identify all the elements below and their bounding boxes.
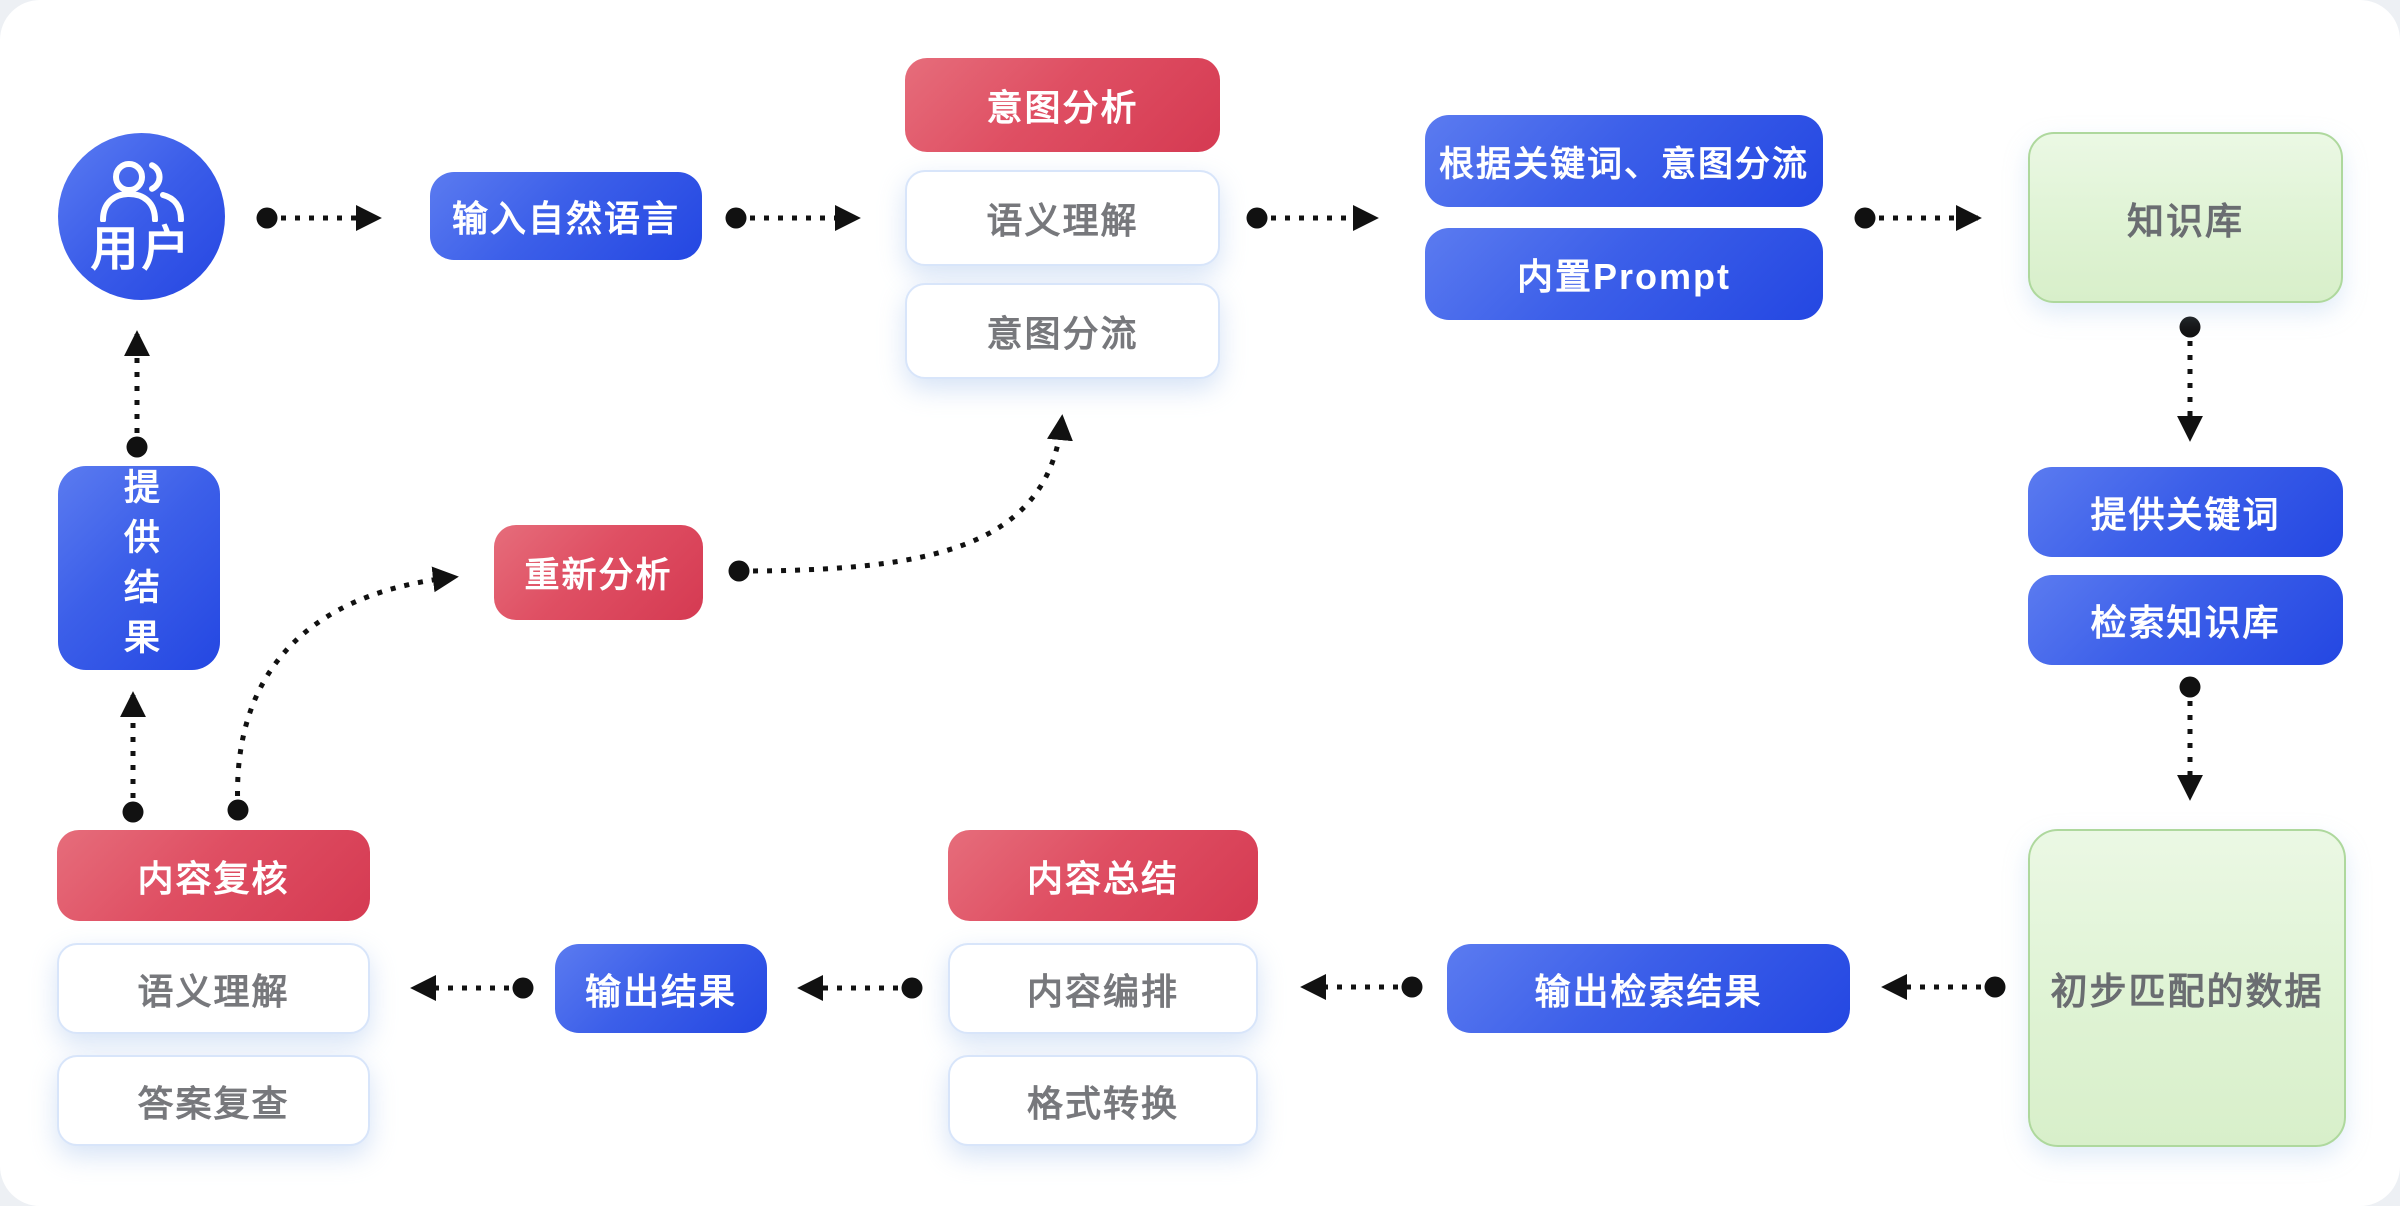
node-reanalyze-label: 重新分析 (524, 556, 673, 595)
node-output-search-results-label: 输出检索结果 (1534, 970, 1763, 1012)
node-output-search-results: 输出检索结果 (1447, 944, 1850, 1033)
node-output-result: 输出结果 (555, 944, 767, 1033)
node-format-conversion: 格式转换 (948, 1055, 1258, 1146)
node-answer-recheck: 答案复查 (57, 1055, 370, 1146)
users-icon (97, 160, 187, 223)
node-route-by-keywords-label: 根据关键词、意图分流 (1438, 144, 1809, 184)
node-input-natural-language-label: 输入自然语言 (451, 198, 680, 239)
node-answer-recheck-label: 答案复查 (137, 1082, 290, 1124)
node-reanalyze: 重新分析 (494, 525, 703, 620)
node-builtin-prompt: 内置Prompt (1425, 228, 1823, 320)
node-search-knowledge-base: 检索知识库 (2028, 575, 2343, 665)
arrow-reanalyze-to-intent (738, 414, 1073, 574)
arrow-review-to-reanalyze (235, 566, 459, 811)
node-intent-analysis-title: 意图分析 (986, 87, 1139, 128)
node-content-arrangement-label: 内容编排 (1026, 970, 1179, 1012)
node-intent-routing-label: 意图分流 (986, 313, 1139, 354)
node-input-natural-language: 输入自然语言 (430, 172, 702, 260)
node-semantic-understanding-bottom-label: 语义理解 (137, 970, 290, 1012)
node-matched-data: 初步匹配的数据 (2028, 829, 2346, 1147)
node-user: 用户 (58, 133, 225, 300)
node-semantic-understanding-top-label: 语义理解 (986, 200, 1139, 241)
node-format-conversion-label: 格式转换 (1026, 1082, 1179, 1124)
node-content-review-header: 内容复核 (57, 830, 370, 921)
node-matched-data-label: 初步匹配的数据 (2050, 971, 2324, 1012)
node-content-review-title: 内容复核 (137, 857, 290, 899)
node-provide-result-label: 提供结果 (119, 468, 160, 668)
node-knowledge-base-label: 知识库 (2127, 200, 2244, 242)
node-output-result-label: 输出结果 (584, 970, 737, 1012)
node-provide-keywords: 提供关键词 (2028, 467, 2343, 557)
node-content-arrangement: 内容编排 (948, 943, 1258, 1034)
node-intent-analysis-header: 意图分析 (905, 58, 1220, 152)
node-intent-routing: 意图分流 (905, 283, 1220, 379)
node-semantic-understanding-bottom: 语义理解 (57, 943, 370, 1034)
node-content-summary-header: 内容总结 (948, 830, 1258, 921)
node-content-summary-title: 内容总结 (1026, 857, 1179, 899)
node-semantic-understanding-top: 语义理解 (905, 170, 1220, 266)
node-provide-keywords-label: 提供关键词 (2090, 494, 2281, 535)
node-route-by-keywords: 根据关键词、意图分流 (1425, 115, 1823, 207)
node-builtin-prompt-label: 内置Prompt (1516, 256, 1731, 297)
node-user-label: 用户 (90, 222, 193, 276)
node-knowledge-base: 知识库 (2028, 132, 2343, 303)
node-search-knowledge-base-label: 检索知识库 (2090, 602, 2281, 643)
node-provide-result: 提供结果 (58, 466, 220, 670)
